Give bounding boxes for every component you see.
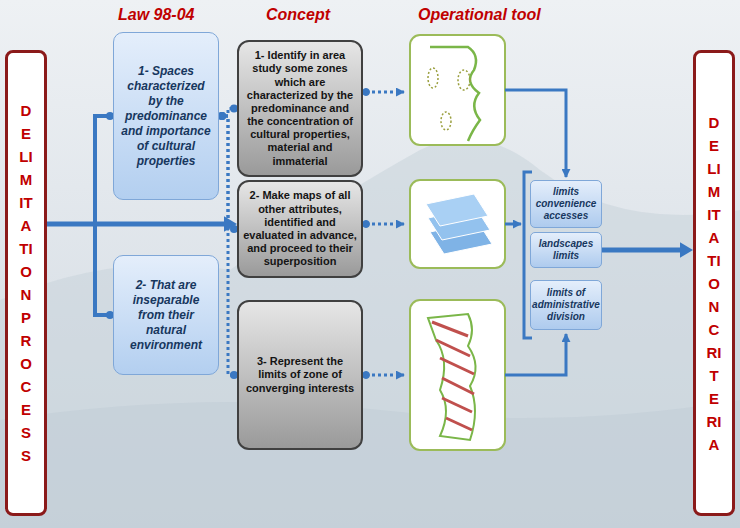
tool-frame xyxy=(410,180,505,268)
connector xyxy=(218,112,238,379)
connector xyxy=(218,112,238,233)
connector-dot xyxy=(218,112,226,120)
mountain-silhouette xyxy=(0,139,740,528)
connector-dot xyxy=(218,112,226,120)
law-box: 2- That are inseparable from their natur… xyxy=(113,255,219,375)
vertical-title: DELIMITATION CRITERIA xyxy=(707,111,722,456)
dotted-arrow xyxy=(366,91,404,94)
interest-zone xyxy=(428,314,476,440)
law-box: 1- Spaces characterized by the predomina… xyxy=(113,32,219,200)
connector-line xyxy=(219,116,237,375)
coastline xyxy=(430,47,480,141)
box-text: limits convenience accesses xyxy=(534,186,598,222)
tool-box xyxy=(410,35,505,450)
dotted-arrow xyxy=(366,374,404,377)
column-heading: Concept xyxy=(266,6,330,24)
connector-line xyxy=(47,116,113,224)
connector xyxy=(47,216,237,232)
flow-arrow xyxy=(505,90,566,177)
box-text: limits of administrative division xyxy=(532,287,600,323)
concept-box: 2- Make maps of all other attributes, id… xyxy=(237,180,363,278)
connector-dot xyxy=(218,112,226,120)
criterion-box: limits convenience accesses xyxy=(530,180,602,228)
arrow-head xyxy=(680,242,693,258)
tool-frame xyxy=(410,300,505,450)
concept-box: 1- Identify in area study some zones whi… xyxy=(237,40,363,177)
connector xyxy=(218,105,238,121)
connector-line xyxy=(47,224,113,315)
dotted-arrow xyxy=(366,223,404,226)
box-text: 2- Make maps of all other attributes, id… xyxy=(243,189,357,268)
sea-band xyxy=(0,400,740,528)
connector xyxy=(47,112,114,224)
connector-line xyxy=(47,222,227,227)
tool-frame xyxy=(410,35,505,145)
flow-arrow xyxy=(505,334,566,375)
criterion-box: limits of administrative division xyxy=(530,280,602,330)
connector-line xyxy=(602,248,683,253)
concept-box: 3- Represent the limits of zone of conve… xyxy=(237,300,363,450)
map-layers xyxy=(426,194,492,254)
vertical-title: DELIMITATION PROCESS xyxy=(19,99,34,467)
flow-arrow xyxy=(505,223,521,226)
zone-map xyxy=(428,47,480,141)
box-text: landscapes limits xyxy=(534,238,598,262)
box-text: 1- Spaces characterized by the predomina… xyxy=(120,64,212,169)
box-text: 3- Represent the limits of zone of conve… xyxy=(243,355,357,395)
criteria-bar: DELIMITATION CRITERIA xyxy=(693,50,735,516)
process-bar: DELIMITATION PROCESS xyxy=(5,50,47,516)
layer-sheet xyxy=(426,194,488,226)
box-text: 2- That are inseparable from their natur… xyxy=(120,278,212,353)
criterion-box: landscapes limits xyxy=(530,232,602,268)
zone-ellipse xyxy=(428,68,438,88)
zone-outline xyxy=(428,314,476,440)
connector xyxy=(602,242,693,258)
column-heading: Law 98-04 xyxy=(118,6,194,24)
hatching xyxy=(432,322,474,430)
box-text: 1- Identify in area study some zones whi… xyxy=(243,49,357,168)
connector xyxy=(47,224,114,319)
zone-ellipse xyxy=(441,112,451,130)
zone-ellipse xyxy=(458,70,470,90)
column-heading: Operational tool xyxy=(418,6,541,24)
